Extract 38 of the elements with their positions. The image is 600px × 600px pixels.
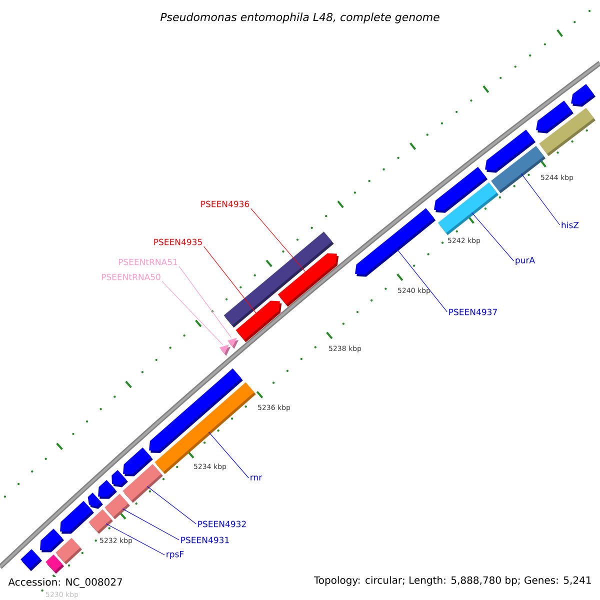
gene-label: PSEEN4937 bbox=[449, 308, 497, 316]
gene-label: rnr bbox=[250, 476, 262, 480]
gene-label: purA bbox=[516, 257, 535, 265]
gene-label: PSEEN4935 bbox=[154, 238, 202, 246]
gene-bar bbox=[219, 344, 231, 356]
gene-bar bbox=[154, 382, 256, 474]
leader-line bbox=[122, 508, 180, 540]
leader-line bbox=[106, 523, 165, 556]
gene-bar bbox=[60, 500, 94, 534]
title: Pseudomonas entomophila L48, complete genome bbox=[160, 12, 440, 24]
gene-bar bbox=[438, 182, 499, 236]
gene-bar bbox=[122, 464, 163, 503]
gene-label: PSEENtRNA50 bbox=[102, 274, 160, 280]
leader-line bbox=[521, 173, 560, 226]
genome-info-text: Topology: circular; Length: 5,888,780 bp; Genes: 5,241 bbox=[310, 573, 595, 589]
accession-text: Accession: NC_008027 bbox=[5, 577, 126, 589]
gene-bar bbox=[88, 509, 113, 534]
leader-line bbox=[396, 248, 448, 312]
gene-label: hisZ bbox=[562, 222, 579, 228]
gene-label: PSEENtRNA51 bbox=[118, 258, 178, 266]
leader-line bbox=[471, 212, 514, 262]
gene-bar bbox=[56, 538, 82, 564]
leader-line bbox=[162, 281, 224, 345]
gene-bar bbox=[355, 208, 436, 277]
gene-label: PSEEN4936 bbox=[201, 200, 250, 208]
leader-line bbox=[208, 432, 249, 478]
leader-line bbox=[178, 266, 232, 338]
leader-line bbox=[204, 246, 256, 314]
gene-bar bbox=[20, 549, 42, 572]
gene-bar bbox=[224, 232, 334, 328]
gene-bar bbox=[104, 494, 130, 520]
gene-label: PSEEN4931 bbox=[181, 536, 229, 544]
leader-line bbox=[250, 208, 306, 272]
gene-label: rpsF bbox=[166, 551, 184, 559]
gene-bar bbox=[227, 338, 239, 349]
gene-label: PSEEN4932 bbox=[198, 520, 246, 528]
gene-bar bbox=[539, 108, 596, 156]
gene-bar bbox=[571, 84, 596, 107]
